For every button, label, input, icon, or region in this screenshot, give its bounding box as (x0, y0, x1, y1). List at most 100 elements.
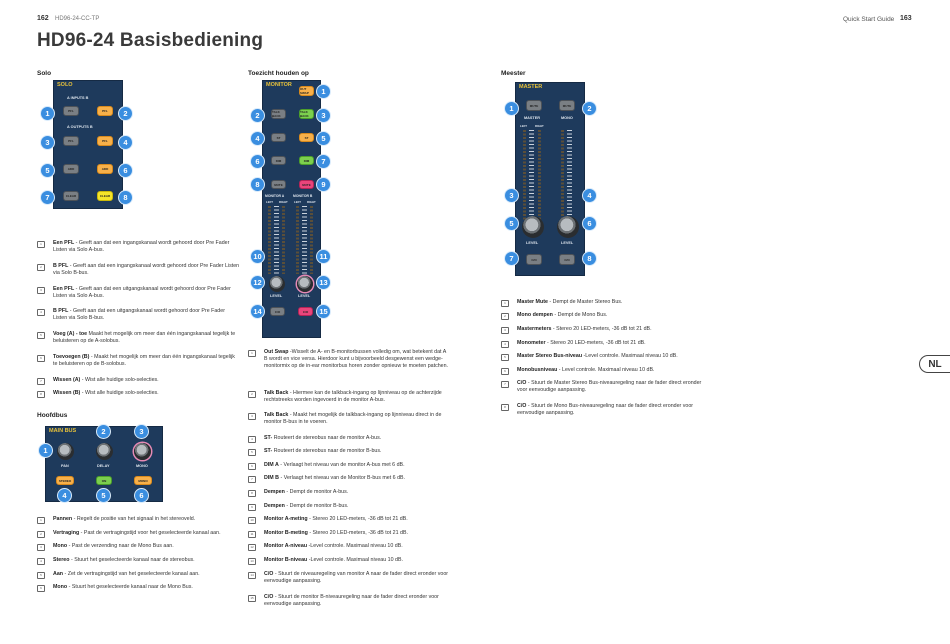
solo-output-a-pfl-button[interactable]: PFL (63, 136, 79, 146)
callout-badge: 7 (316, 154, 331, 169)
callout-badge: 4 (582, 188, 597, 203)
right-page-number: 163 (900, 15, 912, 22)
solo-output-b-pfl-button[interactable]: PFL (97, 136, 113, 146)
master-mute-button[interactable]: MUTE (526, 100, 542, 111)
callout-badge: 1 (38, 443, 53, 458)
master-panel-title: MASTER (519, 84, 543, 90)
monitor-a-right-meter (282, 206, 285, 274)
doc-code: HD96-24-CC-TP (55, 16, 100, 22)
guide-label: Quick Start Guide (843, 16, 895, 23)
callout-badge: 6 (250, 154, 265, 169)
monitor-b-level-knob[interactable] (297, 276, 313, 292)
callout-badge: 6 (118, 163, 133, 178)
master-panel: MASTER MUTE MUTE MASTER MONO LEFT RIGHT … (515, 82, 585, 276)
solo-add-a-button[interactable]: ADD (63, 164, 79, 174)
solo-panel: SOLO A INPUTS B A OUTPUTS B PFL PFL PFL … (53, 80, 123, 209)
left-label: LEFT (266, 200, 273, 204)
callout-badge: 8 (250, 177, 265, 192)
st-a-button[interactable]: ST (271, 133, 286, 142)
dim-a-button[interactable]: DIM (271, 156, 286, 165)
monitor-b-co-button[interactable]: C/O (298, 307, 313, 316)
monitor-a-level-knob[interactable] (269, 276, 285, 292)
callout-badge: 6 (582, 216, 597, 231)
talkback-a-button[interactable]: TALK BACK (271, 109, 286, 119)
outputs-label: A OUTPUTS B (67, 125, 93, 129)
meter-scale (302, 206, 307, 274)
mono-button[interactable]: MONO (134, 476, 152, 485)
mono-knob[interactable] (134, 443, 151, 460)
delay-knob[interactable] (96, 443, 113, 460)
callout-badge: 2 (96, 424, 111, 439)
stereo-button[interactable]: STEREO (56, 476, 74, 485)
master-left-meter (523, 130, 526, 220)
pan-knob[interactable] (57, 443, 74, 460)
solo-clear-a-button[interactable]: CLEAR (63, 191, 79, 201)
callout-badge: 3 (40, 135, 55, 150)
solo-input-a-pfl-button[interactable]: PFL (63, 106, 79, 116)
mute-a-button[interactable]: MUTE (271, 180, 286, 189)
callout-badge: 9 (316, 177, 331, 192)
page-title: HD96-24 Basisbediening (37, 30, 264, 51)
monitor-a-co-button[interactable]: C/O (270, 307, 285, 316)
callout-badge: 12 (250, 275, 265, 290)
master-right-meter (538, 130, 541, 220)
monitor-b-left-meter (296, 206, 299, 274)
master-co-button[interactable]: C/O (526, 254, 542, 265)
left-label: LEFT (520, 124, 527, 128)
meter-scale (274, 206, 279, 274)
solo-add-b-button[interactable]: ADD (97, 164, 113, 174)
callout-badge: 6 (134, 488, 149, 503)
master-level-knob[interactable] (522, 216, 544, 238)
dim-b-button[interactable]: DIM (299, 156, 314, 165)
callout-badge: 11 (316, 249, 331, 264)
solo-input-b-pfl-button[interactable]: PFL (97, 106, 113, 116)
callout-badge: 5 (96, 488, 111, 503)
meter-scale (567, 130, 572, 220)
mono-mute-button[interactable]: MUTE (559, 100, 575, 111)
st-b-button[interactable]: ST (299, 133, 314, 142)
talkback-b-button[interactable]: TALK BACK (299, 109, 314, 119)
monitor-b-label: MONITOR B (293, 194, 313, 198)
out-swap-button[interactable]: OUT SWAP (299, 86, 314, 96)
callout-badge: 1 (504, 101, 519, 116)
mute-b-button[interactable]: MUTE (299, 180, 314, 189)
monitor-b-right-meter (310, 206, 313, 274)
inputs-label: A INPUTS B (67, 96, 89, 100)
callout-badge: 5 (504, 216, 519, 231)
monitor-section-title: Toezicht houden op (248, 70, 309, 77)
delay-on-button[interactable]: ON (96, 476, 112, 485)
meter-scale (529, 130, 534, 220)
pan-label: PAN (61, 464, 69, 468)
solo-clear-b-button[interactable]: CLEAR (97, 191, 113, 201)
callout-badge: 1 (40, 106, 55, 121)
right-label: RIGHT (307, 200, 316, 204)
callout-badge: 3 (504, 188, 519, 203)
solo-section-title: Solo (37, 70, 52, 77)
callout-badge: 1 (316, 84, 331, 99)
callout-badge: 14 (250, 304, 265, 319)
mono-co-button[interactable]: C/O (559, 254, 575, 265)
right-label: RIGHT (279, 200, 288, 204)
mono-level-knob[interactable] (557, 216, 579, 238)
language-tab[interactable]: NL (919, 355, 950, 373)
mono-label: MONO (136, 464, 148, 468)
